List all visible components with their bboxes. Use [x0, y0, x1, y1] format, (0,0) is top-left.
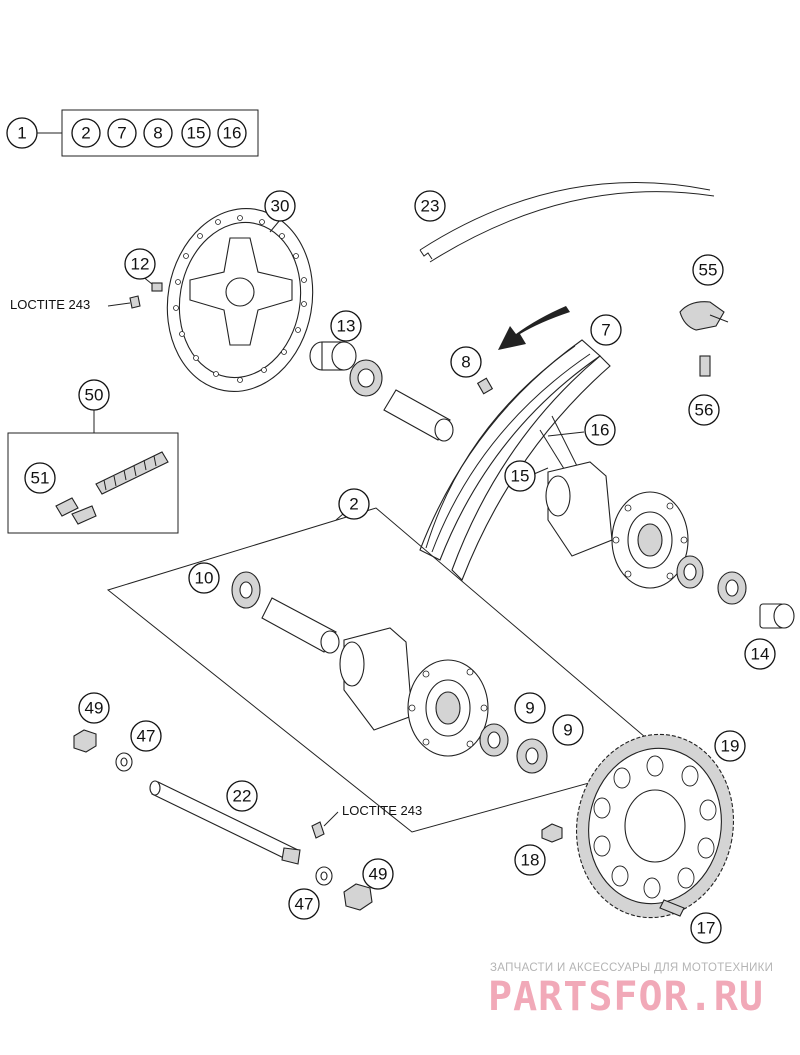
callout-kit-item[interactable]: 8 — [143, 118, 173, 148]
svg-text:16: 16 — [591, 421, 610, 440]
loctite-note-upper: LOCTITE 243 — [10, 297, 90, 312]
callout-rim[interactable]: 7 — [590, 314, 622, 346]
sprocket-nut — [541, 823, 563, 843]
callout-sprocket-screw[interactable]: 17 — [690, 912, 722, 944]
svg-text:50: 50 — [85, 386, 104, 405]
svg-text:2: 2 — [81, 124, 90, 143]
svg-text:30: 30 — [271, 197, 290, 216]
callout-kit-item[interactable]: 7 — [107, 118, 137, 148]
svg-text:8: 8 — [461, 353, 470, 372]
sprocket-screw — [659, 899, 685, 917]
svg-text:8: 8 — [153, 124, 162, 143]
chain-kit-box — [7, 432, 179, 534]
callout-axle[interactable]: 22 — [226, 780, 258, 812]
kit-header: 1 2 7 8 15 16 — [6, 109, 259, 157]
callout-chain[interactable]: 50 — [78, 379, 110, 411]
svg-text:22: 22 — [233, 787, 252, 806]
svg-text:23: 23 — [421, 197, 440, 216]
svg-text:2: 2 — [349, 495, 358, 514]
callout-rim-tape[interactable]: 23 — [414, 190, 446, 222]
brake-disc — [166, 207, 314, 393]
loctite-drop-icon — [311, 821, 325, 839]
callout-axle-nut-right[interactable]: 49 — [362, 858, 394, 890]
callout-spokes-inner[interactable]: 15 — [504, 460, 536, 492]
direction-arrow-icon — [498, 306, 570, 350]
callout-kit-item[interactable]: 15 — [181, 118, 211, 148]
rim-lock — [679, 301, 729, 377]
svg-text:1: 1 — [17, 124, 26, 143]
upper-hub — [545, 461, 795, 629]
svg-text:15: 15 — [187, 124, 206, 143]
callout-spacer[interactable]: 13 — [330, 310, 362, 342]
callout-washer-right[interactable]: 47 — [288, 888, 320, 920]
callout-brake-disc[interactable]: 30 — [264, 190, 296, 222]
callout-sprocket[interactable]: 19 — [714, 730, 746, 762]
kit-contents-box — [61, 109, 259, 157]
callout-bearing-10[interactable]: 10 — [188, 562, 220, 594]
svg-text:13: 13 — [337, 317, 356, 336]
rim-tape — [419, 182, 715, 263]
svg-text:15: 15 — [511, 467, 530, 486]
chain-master-link — [55, 497, 97, 525]
callout-spacer-right[interactable]: 14 — [744, 638, 776, 670]
callout-hub-kit[interactable]: 2 — [338, 488, 370, 520]
svg-text:7: 7 — [601, 321, 610, 340]
axle — [149, 780, 301, 865]
svg-text:9: 9 — [563, 721, 572, 740]
callout-nipple[interactable]: 8 — [450, 346, 482, 378]
callout-bearing-9b[interactable]: 9 — [552, 714, 584, 746]
callout-kit-main[interactable]: 1 — [6, 117, 38, 149]
loctite-note-lower: LOCTITE 243 — [342, 803, 422, 818]
disc-screw — [129, 282, 163, 309]
callout-disc-screw[interactable]: 12 — [124, 248, 156, 280]
svg-text:56: 56 — [695, 401, 714, 420]
svg-text:9: 9 — [525, 699, 534, 718]
chain — [95, 451, 169, 495]
callout-kit-item[interactable]: 2 — [71, 118, 101, 148]
rim — [419, 339, 611, 581]
callout-spokes-outer[interactable]: 16 — [584, 414, 616, 446]
callout-sprocket-nut[interactable]: 18 — [514, 844, 546, 876]
disc-side-spacer-bearing — [309, 341, 454, 442]
svg-text:19: 19 — [721, 737, 740, 756]
watermark-subtitle: ЗАПЧАСТИ И АКСЕССУАРЫ ДЛЯ МОТОТЕХНИКИ — [490, 962, 773, 974]
callout-kit-item[interactable]: 16 — [217, 118, 247, 148]
svg-text:17: 17 — [697, 919, 716, 938]
axle-nut-left — [73, 729, 97, 753]
callout-rim-lock-nut[interactable]: 56 — [688, 394, 720, 426]
callout-axle-nut-left[interactable]: 49 — [78, 692, 110, 724]
svg-text:49: 49 — [369, 865, 388, 884]
callout-chain-link[interactable]: 51 — [24, 462, 56, 494]
watermark-logo: PARTSFOR.RU — [488, 974, 764, 1020]
svg-text:16: 16 — [223, 124, 242, 143]
axle-nut-right — [343, 883, 373, 911]
svg-text:55: 55 — [699, 261, 718, 280]
svg-text:14: 14 — [751, 645, 770, 664]
callout-bearing-9a[interactable]: 9 — [514, 692, 546, 724]
svg-text:7: 7 — [117, 124, 126, 143]
callout-washer-left[interactable]: 47 — [130, 720, 162, 752]
svg-text:47: 47 — [295, 895, 314, 914]
svg-text:10: 10 — [195, 569, 214, 588]
svg-text:49: 49 — [85, 699, 104, 718]
rear-sprocket — [575, 733, 735, 919]
svg-text:51: 51 — [31, 469, 50, 488]
callout-rim-lock[interactable]: 55 — [692, 254, 724, 286]
lower-hub — [231, 571, 548, 774]
svg-text:12: 12 — [131, 255, 150, 274]
svg-text:47: 47 — [137, 727, 156, 746]
svg-text:18: 18 — [521, 851, 540, 870]
